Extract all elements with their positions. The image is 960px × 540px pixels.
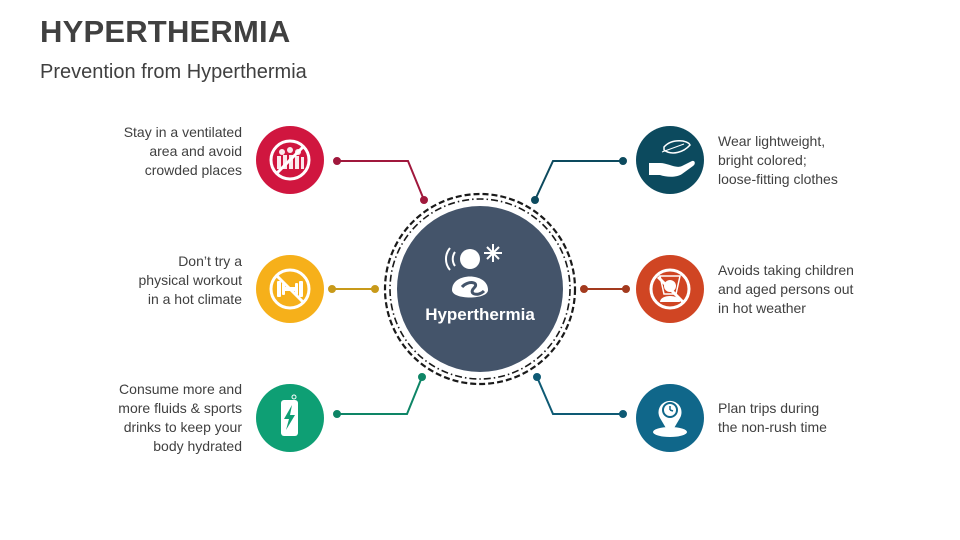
item-workout-text: Don’t try a physical workout in a hot cl…	[42, 252, 243, 309]
item-children-text: Avoids taking children and aged persons …	[718, 261, 918, 318]
connector-trips	[533, 373, 627, 418]
text-line: in hot weather	[718, 300, 806, 316]
text-line: more fluids & sports	[118, 400, 242, 416]
text-line: Stay in a ventilated	[123, 124, 242, 140]
item-fluids-text: Consume more and more fluids & sports dr…	[42, 380, 242, 456]
text-line: body hydrated	[153, 438, 242, 454]
page-title: HYPERTHERMIA	[40, 14, 291, 49]
connector-workout	[328, 285, 379, 293]
energy-drink-can-icon	[281, 394, 298, 436]
item-crowded-circle	[256, 126, 324, 194]
item-trips-circle	[636, 384, 704, 452]
connector-children	[580, 285, 630, 293]
no-crowd-icon	[269, 139, 311, 181]
text-line: Consume more and	[119, 381, 242, 397]
text-line: loose-fitting clothes	[718, 171, 838, 187]
text-line: drinks to keep your	[123, 419, 242, 435]
text-line: physical workout	[138, 272, 243, 288]
center-label: Hyperthermia	[425, 305, 535, 324]
text-line: crowded places	[144, 162, 242, 178]
item-fluids-circle	[256, 384, 324, 452]
text-line: the non-rush time	[718, 419, 827, 435]
text-line: in a hot climate	[147, 291, 242, 307]
no-stroller-person-icon	[649, 268, 691, 310]
feather-hand-icon	[649, 140, 695, 177]
connector-fluids	[333, 373, 426, 418]
page-subtitle: Prevention from Hyperthermia	[40, 61, 307, 83]
text-line: bright colored;	[718, 152, 807, 168]
item-trips-text: Plan trips during the non-rush time	[718, 399, 918, 437]
item-crowded-text: Stay in a ventilated area and avoid crow…	[42, 123, 242, 180]
item-clothes-text: Wear lightweight, bright colored; loose-…	[718, 132, 918, 189]
item-workout-circle	[256, 255, 324, 323]
text-line: and aged persons out	[718, 281, 854, 297]
no-workout-dumbbell-icon	[269, 268, 311, 310]
item-clothes-circle	[636, 126, 704, 194]
text-line: area and avoid	[149, 143, 242, 159]
text-line: Don’t try a	[178, 253, 242, 269]
connector-clothes	[531, 157, 627, 204]
item-children-circle	[636, 255, 704, 323]
location-clock-icon	[653, 400, 687, 437]
connector-crowded	[333, 157, 428, 204]
center-rings	[383, 192, 577, 386]
person-heat-icon	[445, 244, 502, 298]
text-line: Plan trips during	[718, 400, 820, 416]
text-line: Wear lightweight,	[718, 133, 826, 149]
text-line: Avoids taking children	[718, 262, 854, 278]
